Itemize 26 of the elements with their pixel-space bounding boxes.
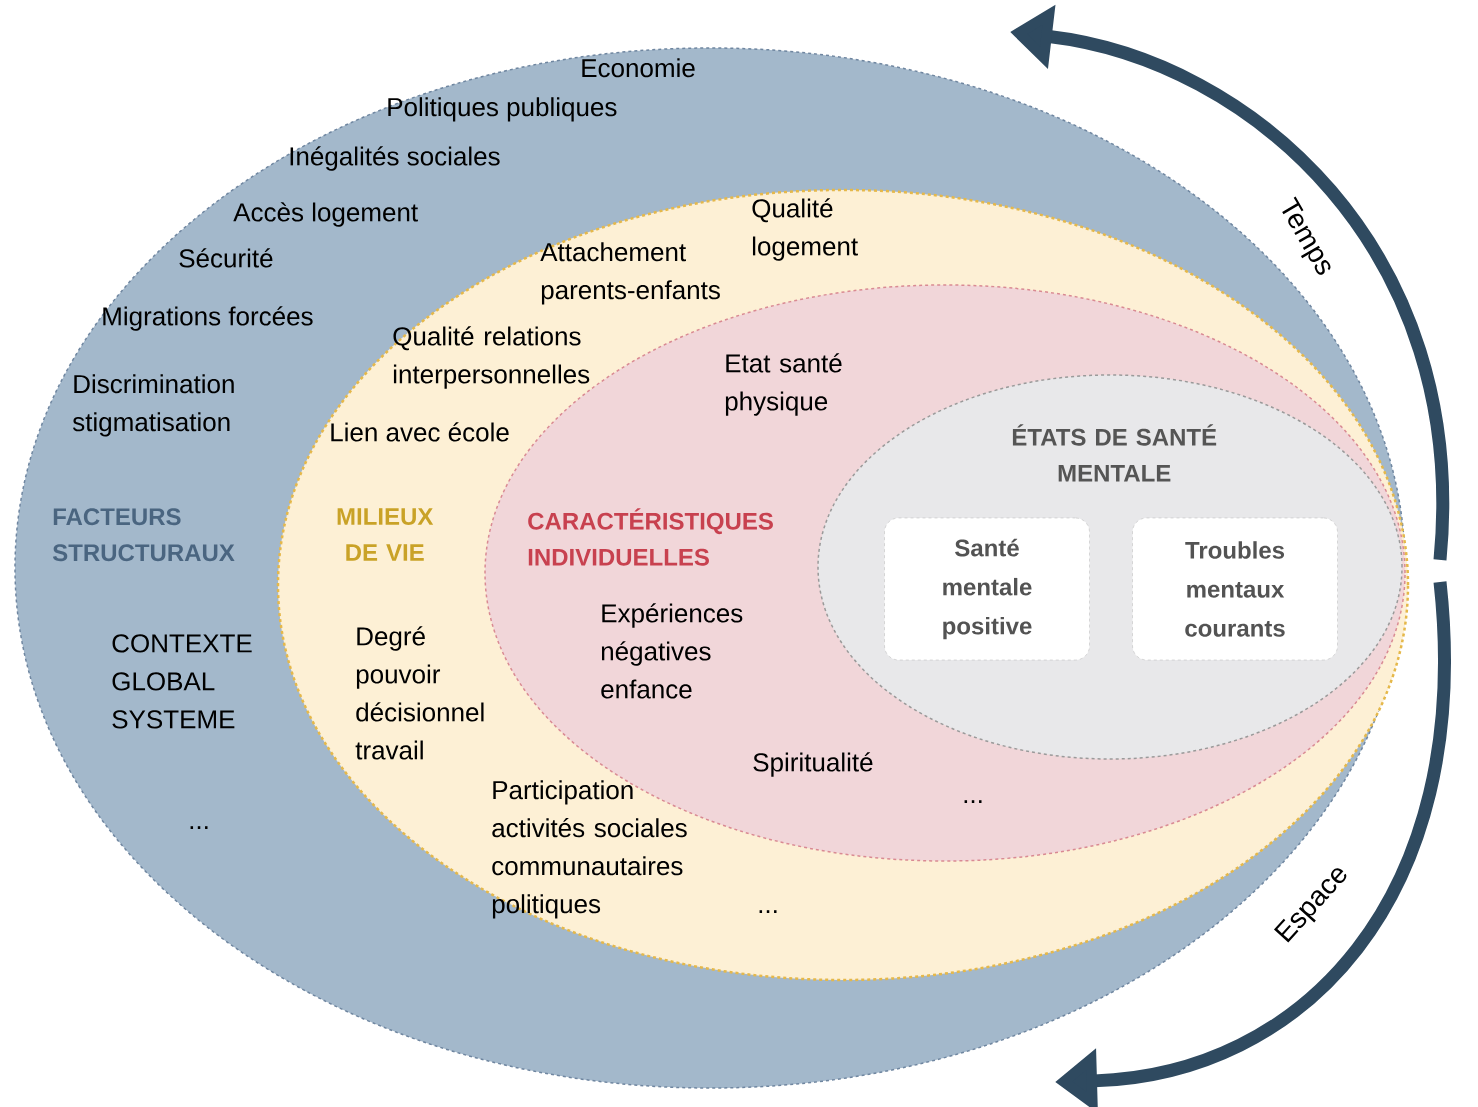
factor-label: Participation activités sociales communautaires politiques	[492, 780, 687, 919]
factor-label: Qualité logement	[752, 198, 858, 261]
band-heading: ÉTATS DE SANTÉ MENTALE	[1012, 424, 1217, 482]
factor-label: Sécurité	[179, 248, 273, 268]
factor-label: CONTEXTE GLOBAL SYSTEME	[112, 634, 252, 729]
factor-label: Spiritualité	[753, 752, 873, 777]
factor-label: Lien avec école	[331, 422, 509, 442]
factor-label: ...	[964, 800, 982, 803]
factor-label: Expériences négatives enfance	[601, 603, 743, 699]
factor-label: Economie	[582, 58, 695, 78]
factor-label: Migrations forcées	[103, 306, 313, 331]
band-heading: CARACTÉRISTIQUES INDIVIDUELLES	[528, 508, 773, 566]
rounded-box: Troubles mentaux courants	[1132, 517, 1338, 661]
band-heading: FACTEURS STRUCTURAUX	[52, 508, 235, 562]
factor-label: Etat santé physique	[725, 353, 842, 416]
rounded-box: Santé mentale positive	[884, 517, 1090, 661]
factor-label: Accès logement	[233, 202, 418, 227]
factor-label: Discrimination stigmatisation	[72, 374, 234, 437]
factor-label: Qualité relations interpersonnelles	[393, 326, 590, 389]
factor-label: Attachement parents-enfants	[540, 242, 720, 305]
factor-label: Degré pouvoir décisionnel travail	[355, 626, 484, 760]
factor-label: ...	[759, 910, 777, 913]
factor-label: Politiques publiques	[388, 97, 617, 122]
band-heading: MILIEUX DE VIE	[337, 508, 434, 561]
factor-label: ...	[190, 826, 208, 829]
factor-label: Inégalités sociales	[290, 146, 500, 171]
